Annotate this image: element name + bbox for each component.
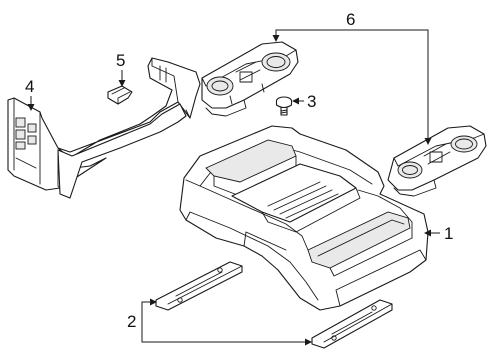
part-6-cup-holder-right [387, 125, 487, 197]
leader-4 [27, 96, 35, 111]
callout-5: 5 [116, 51, 125, 70]
callout-1: 1 [444, 224, 453, 243]
part-1-console [179, 125, 429, 311]
part-6-cup-holder-upper [201, 41, 299, 117]
callout-4: 4 [25, 77, 34, 96]
callout-6: 6 [346, 10, 355, 29]
callout-3: 3 [307, 92, 316, 111]
part-5-clip [107, 85, 133, 105]
callout-2: 2 [127, 312, 136, 331]
part-4-side-bracket [7, 57, 201, 199]
leader-3 [292, 97, 304, 105]
leader-1 [424, 229, 440, 237]
part-2-bracket-upper [155, 261, 243, 311]
leader-2 [141, 298, 312, 346]
part-2-bracket-lower [311, 299, 393, 349]
leader-6 [272, 29, 432, 145]
leader-5 [118, 70, 126, 87]
part-3-bolt [275, 96, 293, 116]
